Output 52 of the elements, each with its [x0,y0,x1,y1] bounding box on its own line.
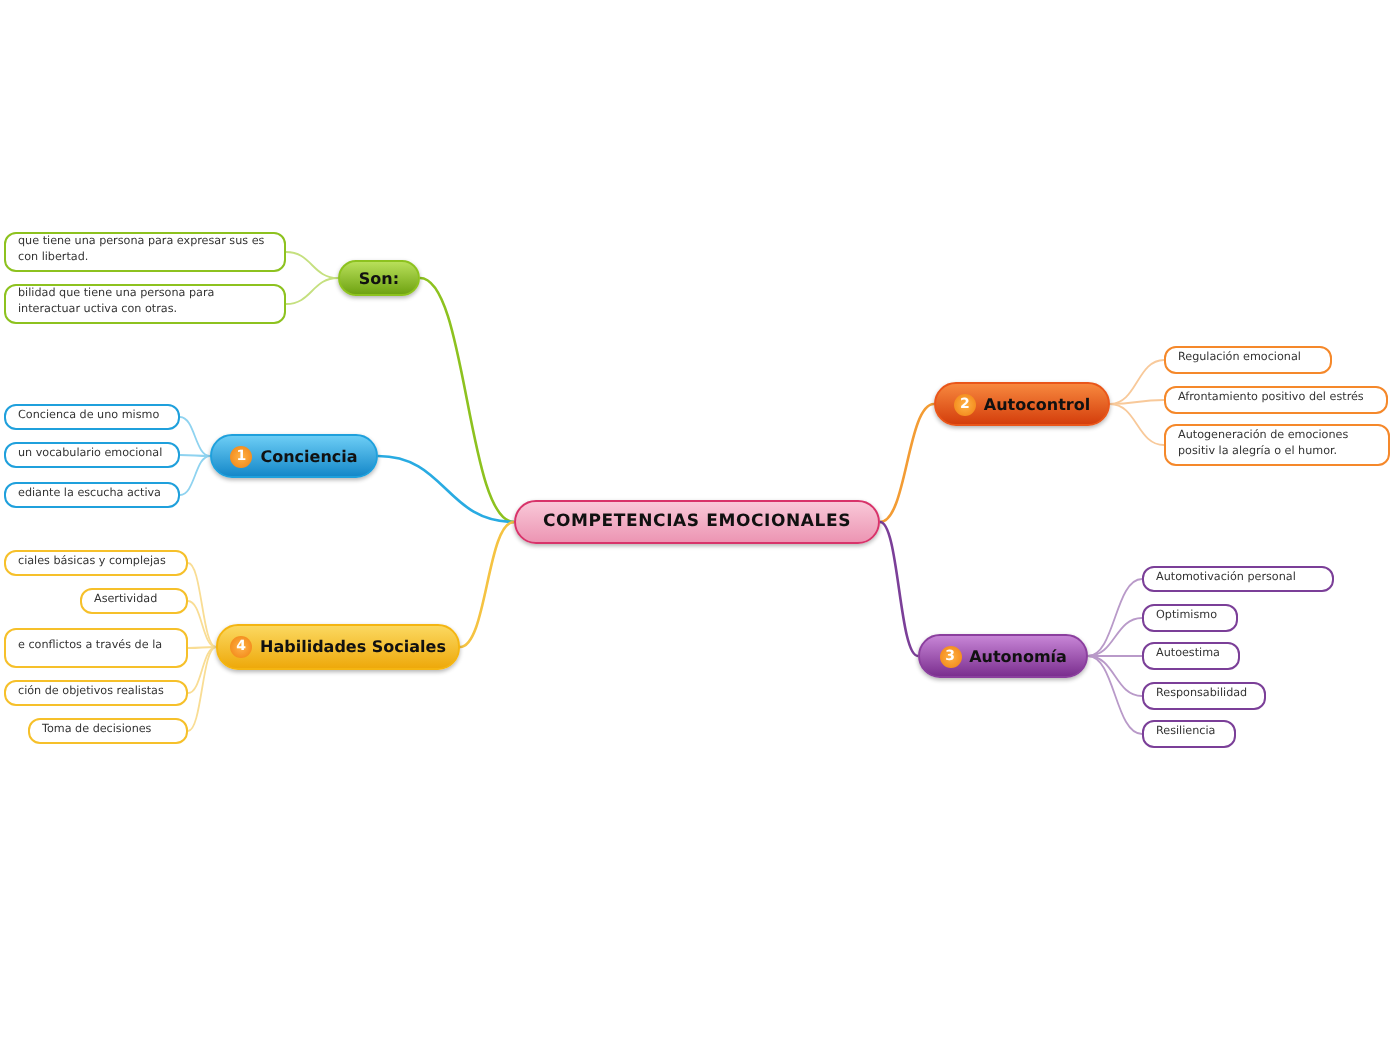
connector-line [419,276,515,524]
topic-label: COMPETENCIAS EMOCIONALES [542,512,852,532]
topic-label: Conciencia [260,447,358,465]
connector-line [1109,403,1165,446]
connector-line [1087,655,1143,697]
subtopic-box [1142,682,1266,710]
subtopic-box [4,550,188,576]
subtopic-box [1142,642,1240,670]
topic-box [216,624,460,670]
central-topic-box [514,500,880,544]
connector-line [187,562,217,648]
subtopic-box [4,284,286,324]
subtopic-box [1164,424,1390,466]
connector-line [459,520,515,649]
topic-box [934,382,1110,426]
connector-line [179,454,211,457]
subtopic-box [28,718,188,744]
subtopic-box [1142,604,1238,632]
connector-line [179,416,211,457]
subtopic-box [4,404,180,430]
subtopic-box [4,232,286,272]
connector-line [879,402,935,524]
connector-line [1109,359,1165,405]
connector-line [187,646,217,732]
topic-label: Son: [358,269,400,287]
subtopic-box [1142,566,1334,592]
connector-line [285,277,339,305]
subtopic-box [1164,386,1388,414]
connector-line [187,600,217,648]
topic-label: Autocontrol [983,395,1091,413]
connector-line [187,646,217,649]
connector-line [285,251,339,279]
subtopic-box [4,680,188,706]
connector-line [1109,399,1165,405]
subtopic-box [4,442,180,468]
connector-line [377,454,515,524]
connector-line [879,520,919,658]
subtopic-box [4,482,180,508]
topic-label: Autonomía [969,647,1067,665]
topic-label: Habilidades Sociales [260,638,446,656]
topic-box [338,260,420,296]
connector-line [179,455,211,496]
connector-line [1087,617,1143,657]
topic-box [210,434,378,478]
connector-line [187,646,217,694]
subtopic-box [4,628,188,668]
subtopic-box [1142,720,1236,748]
connector-line [1087,655,1143,735]
subtopic-box [1164,346,1332,374]
subtopic-box [80,588,188,614]
topic-box [918,634,1088,678]
connector-line [1087,578,1143,657]
